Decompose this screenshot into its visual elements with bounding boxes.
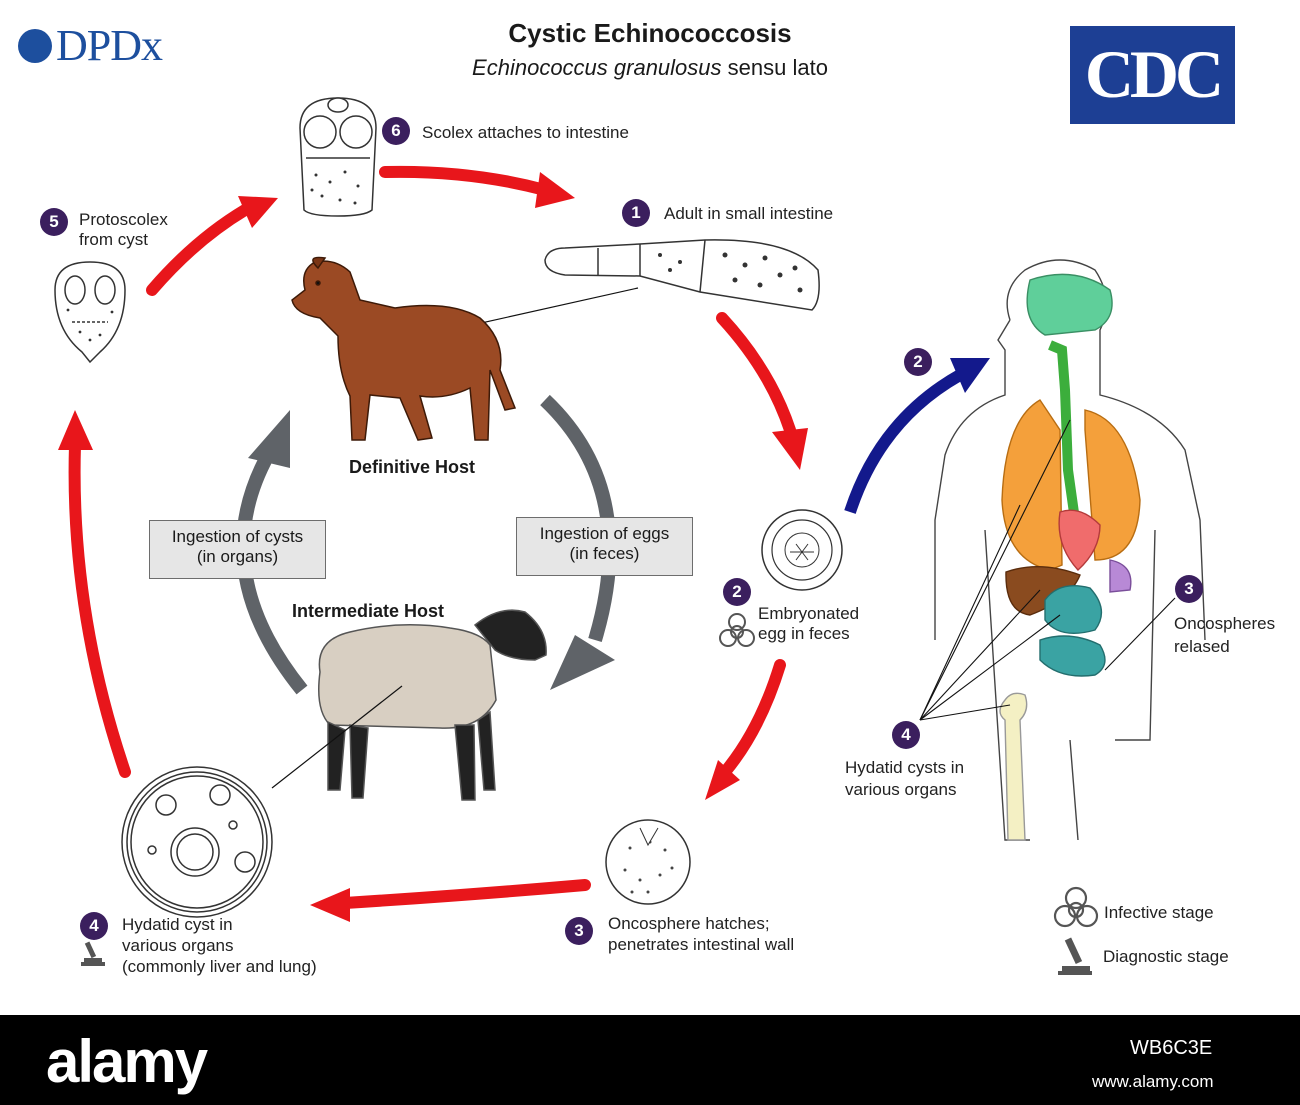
gray-arrow-down bbox=[540, 394, 617, 643]
stage-6-label: Scolex attaches to intestine bbox=[422, 123, 629, 142]
ingestion-eggs-box: Ingestion of eggs (in feces) bbox=[516, 517, 693, 576]
stage-6-badge: 6 bbox=[382, 117, 410, 145]
human-stage-3-label-line2: relased bbox=[1174, 637, 1230, 656]
egg-illustration bbox=[761, 509, 843, 591]
arrow-2-to-3 bbox=[719, 659, 786, 778]
oncosphere-illustration bbox=[605, 819, 691, 905]
stage-2-label-line1: Embryonated bbox=[758, 604, 860, 623]
watermark-brand: alamy bbox=[46, 1028, 208, 1095]
stage-3-label-line1: Oncosphere hatches; bbox=[608, 914, 770, 933]
arrow-4-to-5-head bbox=[58, 410, 93, 450]
arrow-3-to-4 bbox=[339, 879, 591, 909]
watermark-bar: alamy WB6C3E www.alamy.com bbox=[0, 1015, 1300, 1105]
human-stage-4-label-line2: various organs bbox=[845, 780, 957, 799]
life-cycle-diagram bbox=[54, 97, 1206, 975]
ingestion-cysts-line1: Ingestion of cysts bbox=[171, 527, 304, 546]
human-stage-2-badge: 2 bbox=[904, 348, 932, 376]
sheep-illustration bbox=[271, 609, 547, 801]
human-body-illustration bbox=[919, 259, 1206, 841]
watermark-image-id: WB6C3E bbox=[1130, 1037, 1213, 1059]
legend-infective-label: Infective stage bbox=[1104, 903, 1214, 922]
stage-4-label-line3: (commonly liver and lung) bbox=[122, 957, 317, 976]
legend-infective-icon bbox=[1053, 886, 1099, 928]
stage-3-label-line2: penetrates intestinal wall bbox=[608, 935, 795, 954]
arrow-1-to-2 bbox=[716, 312, 796, 436]
microscope-icon-stage4 bbox=[81, 941, 105, 966]
definitive-host-label: Definitive Host bbox=[349, 457, 476, 477]
diagram-subtitle: Echinococcus granulosus sensu lato bbox=[0, 55, 1300, 81]
scolex-illustration bbox=[299, 97, 377, 217]
subtitle-species: Echinococcus granulosus bbox=[472, 55, 722, 80]
arrow-5-to-6-head bbox=[238, 196, 278, 228]
arrow-6-to-1-head bbox=[535, 172, 575, 208]
stage-3-badge: 3 bbox=[565, 917, 593, 945]
human-stage-4-badge: 4 bbox=[892, 721, 920, 749]
dog-illustration bbox=[291, 256, 517, 441]
stage-1-badge: 1 bbox=[622, 199, 650, 227]
arrow-6-to-1 bbox=[379, 165, 551, 196]
human-stage-4-label-line1: Hydatid cysts in bbox=[845, 758, 965, 777]
legend-diagnostic-label: Diagnostic stage bbox=[1103, 947, 1229, 966]
stage-4-badge: 4 bbox=[80, 912, 108, 940]
ingestion-cysts-line2: (in organs) bbox=[196, 547, 279, 566]
arrow-1-to-2-head bbox=[772, 428, 808, 470]
ingestion-eggs-line1: Ingestion of eggs bbox=[539, 524, 670, 543]
arrow-4-to-5 bbox=[68, 439, 131, 778]
stage-2-label-line2: egg in feces bbox=[758, 624, 850, 643]
dpdx-logo: DPDx bbox=[18, 18, 163, 74]
stage-1-label: Adult in small intestine bbox=[664, 204, 834, 223]
legend-diagnostic-icon bbox=[1058, 937, 1092, 975]
arrow-2-to-3-head bbox=[705, 760, 740, 800]
cdc-logo: CDC bbox=[1070, 26, 1235, 124]
dpdx-logo-mark bbox=[18, 28, 52, 63]
biohazard-icon-stage2 bbox=[719, 613, 755, 647]
adult-worm-illustration bbox=[449, 239, 820, 331]
human-stage-3-badge: 3 bbox=[1175, 575, 1203, 603]
arrow-5-to-6 bbox=[146, 204, 251, 296]
stage-5-label-line2: from cyst bbox=[79, 230, 148, 249]
diagram-title: Cystic Echinococcosis bbox=[508, 18, 792, 48]
red-arrows bbox=[58, 165, 808, 922]
stage-2-badge: 2 bbox=[723, 578, 751, 606]
blue-arrow bbox=[844, 358, 990, 514]
protoscolex-illustration bbox=[54, 261, 126, 364]
stage-4-label-line2: various organs bbox=[122, 936, 234, 955]
stage-4-label-line1: Hydatid cyst in bbox=[122, 915, 233, 934]
ingestion-cysts-box: Ingestion of cysts (in organs) bbox=[149, 520, 326, 579]
stage-5-badge: 5 bbox=[40, 208, 68, 236]
gray-arrow-up-head bbox=[248, 410, 290, 468]
subtitle-rest: sensu lato bbox=[721, 55, 828, 80]
intermediate-host-label: Intermediate Host bbox=[292, 601, 445, 621]
ingestion-eggs-line2: (in feces) bbox=[569, 544, 640, 563]
watermark-url: www.alamy.com bbox=[1092, 1072, 1214, 1091]
gray-arrow-down-head bbox=[550, 635, 615, 690]
human-stage-3-label-line1: Oncospheres bbox=[1174, 614, 1276, 633]
hydatid-cyst-illustration bbox=[121, 766, 273, 918]
arrow-3-to-4-head bbox=[310, 888, 350, 922]
stage-5-label-line1: Protoscolex bbox=[79, 210, 168, 229]
